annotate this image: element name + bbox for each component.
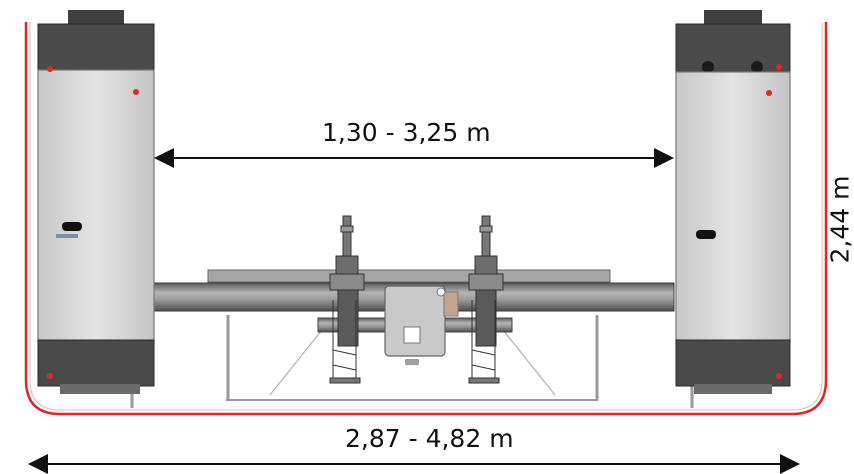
outer-width-label: 2,87 - 4,82 m xyxy=(345,424,514,453)
upper-rail xyxy=(207,269,611,283)
outer-track-inner-line xyxy=(29,22,823,411)
frame-legs xyxy=(130,315,694,408)
right-column xyxy=(675,10,791,394)
left-carriage xyxy=(329,215,365,384)
inner-width-label: 1,30 - 3,25 m xyxy=(322,118,491,147)
outer-track-outline xyxy=(24,22,828,416)
control-box xyxy=(384,285,459,365)
left-column xyxy=(37,10,155,394)
right-carriage xyxy=(468,215,504,384)
height-label: 2,44 m xyxy=(825,175,854,264)
